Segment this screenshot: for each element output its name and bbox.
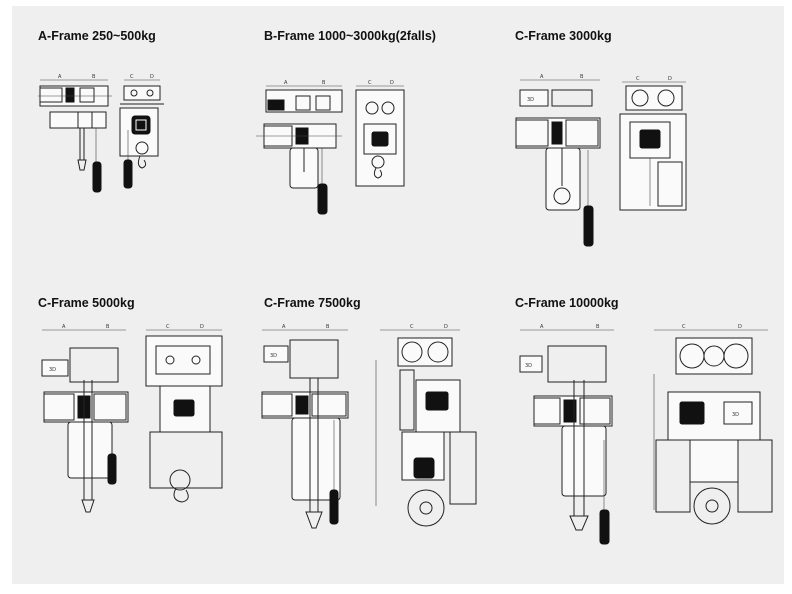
svg-text:B: B: [596, 324, 600, 330]
frame-title-b: B-Frame 1000~3000kg(2falls): [264, 29, 436, 43]
frame-title-c3000: C-Frame 3000kg: [515, 29, 612, 43]
frame-title-c7500: C-Frame 7500kg: [264, 296, 361, 310]
svg-text:3D: 3D: [270, 353, 277, 359]
svg-text:C: C: [682, 324, 686, 330]
c10000-front-view: A B 3D: [519, 324, 614, 545]
b-frame-side-view: C D: [355, 80, 405, 187]
svg-text:D: D: [150, 74, 154, 80]
c10000-side-view: C D 3D: [653, 324, 773, 525]
svg-text:3D: 3D: [732, 412, 739, 418]
svg-text:3D: 3D: [525, 363, 532, 369]
svg-text:D: D: [200, 324, 204, 330]
svg-text:A: A: [540, 74, 544, 80]
svg-text:D: D: [444, 324, 448, 330]
svg-text:B: B: [322, 80, 326, 86]
svg-text:C: C: [636, 76, 640, 82]
c3000-front-view: A B 3D: [515, 74, 601, 247]
svg-text:A: A: [282, 324, 286, 330]
c7500-side-view: C D: [375, 324, 477, 527]
c3000-side-view: C D: [619, 76, 687, 211]
svg-text:A: A: [284, 80, 288, 86]
svg-text:A: A: [540, 324, 544, 330]
c7500-front-view: A B 3D: [261, 324, 349, 529]
svg-text:C: C: [130, 74, 134, 80]
svg-text:B: B: [106, 324, 110, 330]
svg-text:C: C: [410, 324, 414, 330]
svg-text:3D: 3D: [49, 367, 56, 373]
svg-text:D: D: [668, 76, 672, 82]
a-frame-front-view: A B: [38, 74, 112, 193]
svg-text:C: C: [368, 80, 372, 86]
svg-text:D: D: [390, 80, 394, 86]
c5000-front-view: A B 3D: [41, 324, 129, 513]
c5000-side-view: C D: [145, 324, 223, 503]
frame-title-a: A-Frame 250~500kg: [38, 29, 156, 43]
svg-text:B: B: [580, 74, 584, 80]
svg-text:D: D: [738, 324, 742, 330]
svg-text:3D: 3D: [527, 97, 534, 103]
svg-text:B: B: [92, 74, 96, 80]
b-frame-front-view: A B: [256, 80, 343, 215]
frame-title-c10000: C-Frame 10000kg: [515, 296, 619, 310]
svg-text:A: A: [58, 74, 62, 80]
svg-text:A: A: [62, 324, 66, 330]
frame-title-c5000: C-Frame 5000kg: [38, 296, 135, 310]
svg-text:B: B: [326, 324, 330, 330]
svg-text:C: C: [166, 324, 170, 330]
a-frame-side-view: C D: [119, 74, 164, 189]
